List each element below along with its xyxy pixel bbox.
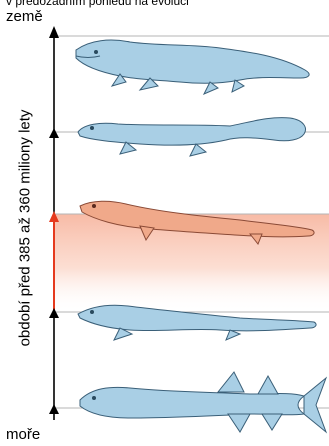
- creature-fish: [80, 372, 326, 432]
- creature-tetrapod-early: [78, 118, 305, 156]
- label-bottom: moře: [6, 427, 40, 443]
- period-label: období před 385 až 360 miliony lety: [17, 110, 34, 347]
- label-top: země: [6, 9, 43, 25]
- arrowhead-5: [49, 404, 59, 414]
- creature-tetrapod-land: [76, 40, 309, 94]
- arrowhead-2: [49, 128, 59, 138]
- arrowhead-top: [49, 26, 59, 38]
